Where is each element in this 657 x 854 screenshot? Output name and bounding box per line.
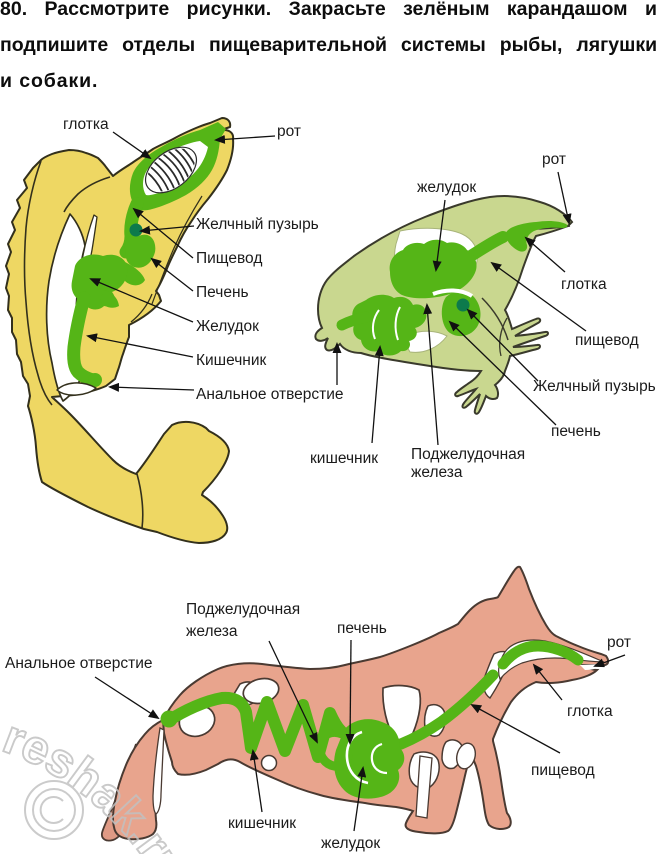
svg-text:пищевод: пищевод (575, 332, 639, 349)
svg-text:кишечник: кишечник (228, 815, 296, 832)
svg-text:желудок: желудок (321, 835, 380, 852)
svg-text:кишечник: кишечник (310, 450, 378, 467)
svg-text:рот: рот (607, 634, 631, 651)
svg-text:печень: печень (337, 620, 387, 637)
svg-text:Желчный пузырь: Желчный пузырь (196, 216, 319, 233)
svg-text:железа: железа (186, 623, 238, 640)
svg-text:Анальное отверстие: Анальное отверстие (196, 386, 344, 403)
svg-text:Поджелудочная: Поджелудочная (411, 446, 525, 463)
svg-text:Поджелудочная: Поджелудочная (186, 601, 300, 618)
svg-text:глотка: глотка (561, 276, 607, 293)
svg-text:железа: железа (411, 464, 463, 481)
svg-text:Желчный пузырь: Желчный пузырь (533, 378, 656, 395)
svg-text:Анальное отверстие: Анальное отверстие (5, 655, 153, 672)
svg-text:рот: рот (277, 123, 301, 140)
svg-text:желудок: желудок (417, 179, 476, 196)
svg-text:глотка: глотка (567, 703, 613, 720)
svg-text:Пищевод: Пищевод (196, 250, 262, 267)
svg-text:Печень: Печень (196, 284, 249, 301)
svg-text:рот: рот (542, 151, 566, 168)
svg-text:пищевод: пищевод (531, 762, 595, 779)
svg-text:печень: печень (551, 423, 601, 440)
svg-text:Кишечник: Кишечник (196, 352, 267, 369)
svg-text:Желудок: Желудок (196, 318, 259, 335)
svg-text:глотка: глотка (63, 116, 109, 133)
